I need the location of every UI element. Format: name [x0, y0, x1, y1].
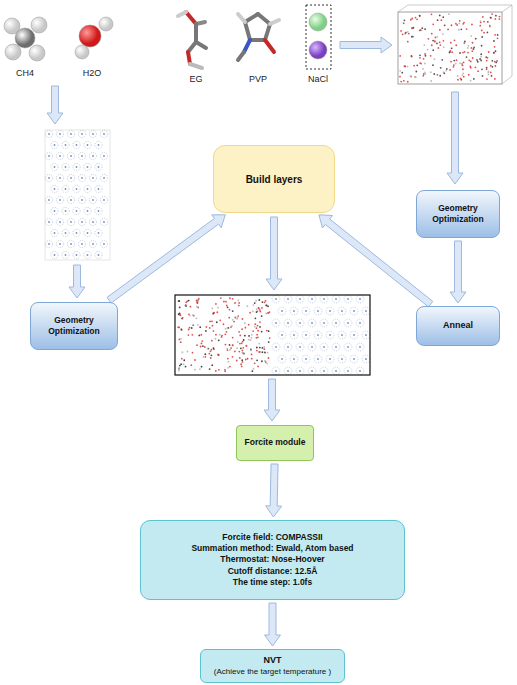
flow-arrow — [266, 464, 282, 517]
flow-arrow — [47, 86, 63, 124]
flow-arrow — [264, 379, 280, 421]
layered-model — [175, 295, 370, 375]
molecule-label: NaCl — [308, 74, 328, 84]
process-box: Geometry Optimization — [416, 190, 500, 238]
bond-stick — [238, 52, 244, 60]
bond-stick — [265, 40, 274, 52]
bond-stick — [258, 14, 270, 24]
solution-box — [398, 5, 512, 84]
process-box: Geometry Optimization — [30, 302, 118, 350]
node-text: Anneal — [443, 320, 473, 332]
process-box: NVT(Achieve the target temperature ) — [200, 649, 345, 683]
bond-stick — [194, 24, 198, 42]
bond-stick — [265, 24, 270, 40]
node-text: The time step: 1.0fs — [233, 577, 312, 588]
bond-stick — [250, 38, 265, 42]
flow-arrow — [265, 603, 281, 646]
oxygen-atom — [79, 25, 101, 47]
node-text: Geometry Optimization — [423, 203, 493, 225]
bond-stick — [244, 40, 250, 52]
process-box: Anneal — [416, 306, 500, 346]
hydrogen-atom — [5, 44, 21, 60]
hydrogen-atom — [29, 45, 45, 61]
bond-stick — [245, 14, 258, 22]
flow-arrow — [69, 265, 85, 298]
hydrogen-atom — [99, 17, 113, 31]
bond-stick — [178, 12, 186, 16]
node-text: Build layers — [246, 173, 303, 186]
bond-stick — [270, 20, 279, 24]
node-text: NVT — [264, 655, 282, 667]
bond-stick — [245, 22, 250, 40]
molecule-label: H2O — [83, 68, 102, 78]
bond-stick — [186, 12, 196, 24]
flow-arrow — [107, 215, 225, 303]
bond-stick — [190, 64, 202, 68]
hydrate-lattice — [45, 130, 110, 260]
chloride-ion — [309, 13, 327, 31]
node-text: (Achieve the target temperature ) — [214, 667, 331, 677]
parameter-box: Forcite field: COMPASSIISummation method… — [140, 520, 405, 600]
flow-arrow — [266, 217, 282, 290]
molecule-label: EG — [189, 74, 202, 84]
node-text: Thermostat: Nose-Hoover — [220, 554, 324, 565]
flow-arrow — [447, 92, 463, 184]
molecule-label: CH4 — [16, 68, 34, 78]
node-text: Geometry Optimization — [37, 315, 111, 337]
bond-stick — [238, 14, 245, 22]
hydrogen-atom — [31, 17, 47, 33]
process-box: Forcite module — [236, 425, 314, 461]
flow-arrow — [450, 241, 466, 303]
carbon-atom — [15, 28, 35, 48]
node-text: Cutoff distance: 12.5Å — [228, 566, 318, 577]
ion-frame — [306, 5, 331, 69]
node-text: Forcite field: COMPASSII — [222, 532, 322, 543]
molecule-label: PVP — [249, 74, 267, 84]
node-text: Summation method: Ewald, Atom based — [191, 543, 353, 554]
node-text: Forcite module — [245, 437, 306, 448]
sodium-ion — [309, 41, 327, 59]
process-box: Build layers — [213, 145, 335, 213]
hydrogen-atom — [75, 45, 89, 59]
flow-arrow — [340, 37, 392, 53]
